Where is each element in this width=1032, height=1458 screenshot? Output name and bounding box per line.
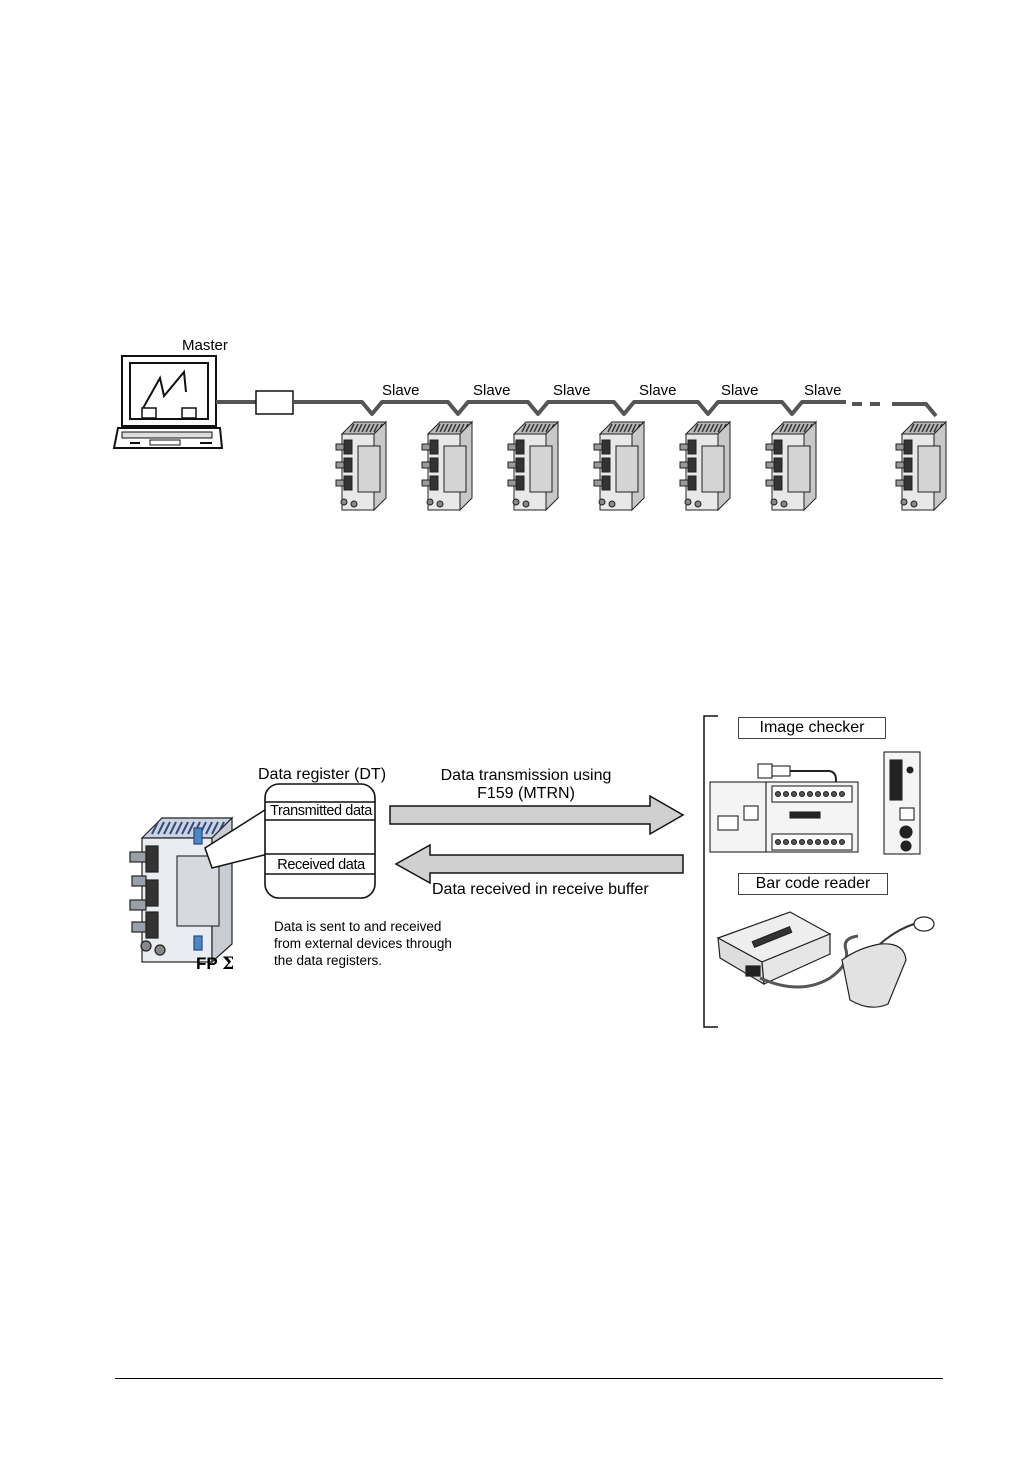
note-line-3: the data registers. (274, 952, 452, 969)
footer-rule (115, 1378, 943, 1379)
receive-arrow (396, 845, 683, 883)
note-line-1: Data is sent to and received (274, 918, 452, 935)
barcode-reader-icon (718, 912, 934, 1007)
data-register-box (265, 784, 375, 898)
note-line-2: from external devices through (274, 935, 452, 952)
data-register-title: Data register (DT) (258, 766, 386, 784)
plc-label: FP Σ (196, 954, 234, 974)
image-checker-icon (710, 752, 920, 854)
image-checker-label: Image checker (738, 717, 886, 739)
transmitted-data-label: Transmitted data (267, 803, 375, 819)
plc-label-symbol: Σ (222, 954, 234, 974)
received-data-label: Received data (267, 857, 375, 873)
send-arrow-label-line1: Data transmission using (440, 767, 612, 785)
send-arrow-label-line2: F159 (MTRN) (440, 785, 612, 803)
plc-unit-icon (130, 818, 232, 962)
note-text: Data is sent to and received from extern… (274, 918, 452, 969)
receive-arrow-label: Data received in receive buffer (432, 881, 649, 899)
external-devices-bracket (704, 716, 718, 1027)
barcode-reader-label: Bar code reader (738, 873, 888, 895)
plc-label-prefix: FP (196, 954, 217, 973)
